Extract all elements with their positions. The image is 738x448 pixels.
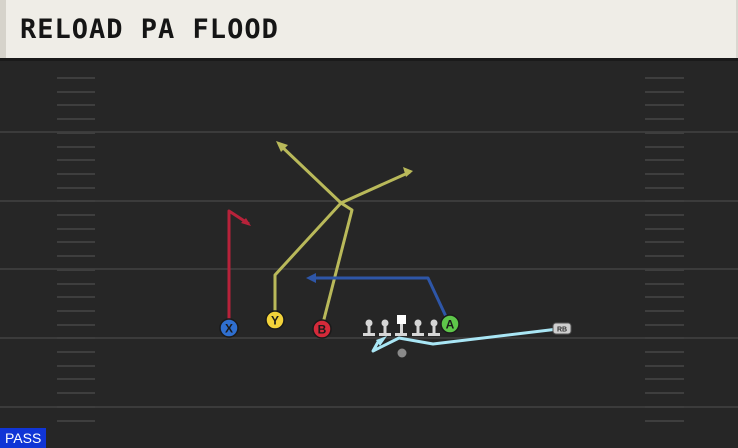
player-x-label: X [225,322,233,336]
hash-marks [57,77,684,422]
center [395,315,407,336]
lineman-rt [428,319,440,336]
lineman-lg [379,319,391,336]
title-bar-accent [0,0,6,58]
player-rb[interactable]: RB [552,322,572,335]
quarterback-marker [397,348,407,358]
lineman-rg [412,319,424,336]
lineman-lt [363,319,375,336]
rb-route [371,327,559,353]
b-route [320,167,413,328]
player-y-label: Y [271,314,279,328]
player-rb-label: RB [557,327,567,334]
player-b-label: B [318,323,327,337]
player-a-label: A [446,318,455,332]
play-title: RELOAD PA FLOOD [20,14,279,45]
offensive-line [363,315,440,336]
yard-lines [0,131,738,408]
player-b[interactable]: B [312,319,332,339]
a-route [306,273,451,324]
x-route [227,209,251,327]
y-route [273,141,343,318]
title-bar: RELOAD PA FLOOD [0,0,738,58]
play-type-badge: PASS [0,428,47,448]
player-x[interactable]: X [219,318,239,338]
player-y[interactable]: Y [265,310,285,330]
player-a[interactable]: A [440,314,460,334]
